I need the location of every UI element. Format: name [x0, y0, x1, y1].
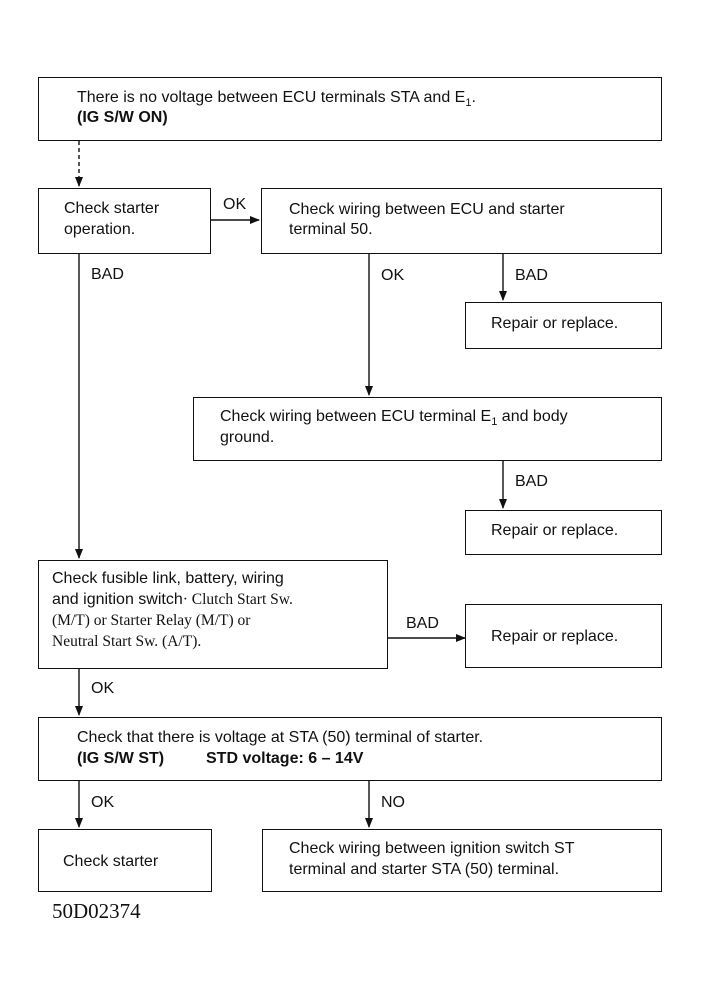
- box-check-fusible: [38, 560, 388, 669]
- box-check-wiring-ecu-starter: [261, 188, 662, 254]
- box-repair-3: [465, 604, 662, 668]
- label-ok-3: OK: [91, 680, 115, 697]
- repair-1-text: Repair or replace.: [491, 315, 619, 332]
- box-check-starter-operation: [38, 188, 211, 254]
- fusible-line2-b: · Clutch Start Sw.: [182, 591, 293, 608]
- fusible-line2: and ignition switch· Clutch Start Sw.: [52, 589, 293, 610]
- figure-code: 50D02374: [52, 899, 141, 923]
- no-voltage-end: .: [471, 89, 476, 106]
- wiring-ignition-line1: Check wiring between ignition switch ST: [289, 840, 575, 857]
- label-bad-4: BAD: [406, 615, 439, 632]
- no-voltage-text: There is no voltage between ECU terminal…: [77, 89, 466, 106]
- box-no-voltage: [38, 77, 662, 141]
- voltage-line2b: STD voltage: 6 – 14V: [206, 750, 364, 767]
- box-check-voltage-sta: [38, 717, 662, 781]
- label-bad-1: BAD: [91, 266, 124, 283]
- voltage-line2a: (IG S/W ST): [77, 750, 165, 767]
- fusible-line2-a: and ignition switch: [52, 591, 183, 608]
- label-ok-1: OK: [223, 196, 247, 213]
- wiring-ignition-line2: terminal and starter STA (50) terminal.: [289, 861, 560, 878]
- box-repair-2: [465, 510, 662, 555]
- label-bad-2: BAD: [515, 267, 548, 284]
- voltage-line1: Check that there is voltage at STA (50) …: [77, 729, 484, 746]
- repair-2-text: Repair or replace.: [491, 522, 619, 539]
- repair-3-text: Repair or replace.: [491, 628, 619, 645]
- fusible-line4: Neutral Start Sw. (A/T).: [52, 633, 202, 650]
- label-ok-4: OK: [91, 794, 115, 811]
- wiring-ecu-starter-line2: terminal 50.: [289, 221, 373, 238]
- label-bad-3: BAD: [515, 473, 548, 490]
- fusible-line3: (M/T) or Starter Relay (M/T) or: [52, 612, 251, 629]
- label-ok-2: OK: [381, 267, 405, 284]
- check-starter-text: Check starter: [63, 853, 159, 870]
- wiring-e1-text: Check wiring between ECU terminal E: [220, 408, 492, 425]
- wiring-ecu-starter-line1: Check wiring between ECU and starter: [289, 201, 565, 218]
- starter-operation-line1: Check starter: [64, 200, 160, 217]
- fusible-line1: Check fusible link, battery, wiring: [52, 570, 284, 587]
- box-check-wiring-e1-ground: [193, 397, 662, 461]
- starter-operation-line2: operation.: [64, 221, 136, 238]
- wiring-e1-subscript: 1: [491, 416, 498, 429]
- label-no-1: NO: [381, 794, 405, 811]
- box-no-voltage-line2: (IG S/W ON): [77, 109, 168, 126]
- box-check-wiring-ignition: [262, 829, 662, 892]
- no-voltage-subscript: 1: [465, 97, 472, 110]
- wiring-e1-line1: Check wiring between ECU terminal E1 and…: [220, 406, 568, 433]
- box-no-voltage-line1: There is no voltage between ECU terminal…: [77, 87, 476, 114]
- wiring-e1-end: and body: [497, 408, 568, 425]
- wiring-e1-line2: ground.: [220, 429, 275, 446]
- box-check-starter: [38, 829, 212, 892]
- box-repair-1: [465, 302, 662, 349]
